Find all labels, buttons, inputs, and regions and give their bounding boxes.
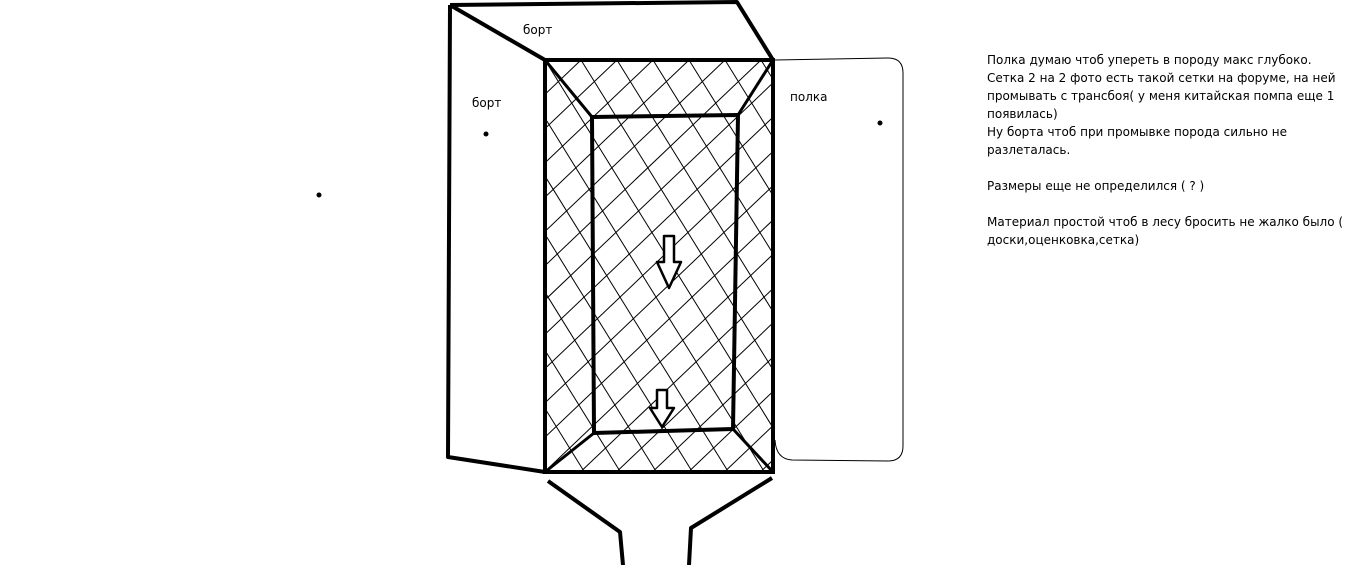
mesh-line	[0, 60, 116, 472]
mesh-line	[545, 60, 546, 472]
label-side-top: борт	[523, 23, 552, 37]
mesh-line	[580, 60, 773, 472]
mesh-line	[77, 60, 332, 472]
flow-arrow-down-icon	[648, 388, 676, 429]
mesh-line	[0, 60, 365, 472]
mesh-line	[724, 60, 773, 472]
dot-marker	[877, 120, 883, 126]
mesh-line	[545, 60, 773, 472]
left-side-board	[446, 3, 547, 474]
label-shelf: полка	[790, 90, 827, 104]
mesh-line	[0, 60, 221, 472]
mesh-line	[4, 60, 437, 472]
mesh-line	[545, 60, 773, 472]
note-line: Ну борта чтоб при промывке порода сильно…	[987, 125, 1287, 157]
mesh-line	[5, 60, 260, 472]
corner-connector-bottom-right	[731, 427, 775, 474]
corner-connector-top-left	[543, 59, 594, 118]
mesh-line	[545, 60, 773, 472]
mesh-line	[545, 60, 765, 472]
mesh-line	[0, 60, 149, 472]
mesh-line	[616, 60, 773, 472]
mesh-line	[0, 60, 329, 472]
mesh-line	[0, 60, 113, 472]
note-line: Полка думаю чтоб упереть в породу макс г…	[987, 53, 1312, 67]
notes-text: Полка думаю чтоб упереть в породу макс г…	[987, 51, 1349, 249]
mesh-line	[580, 60, 773, 472]
mesh-line	[185, 60, 440, 472]
mesh-grid	[0, 60, 773, 472]
corner-connector-top-right	[736, 59, 775, 116]
mesh-line	[545, 60, 657, 472]
mesh-line	[545, 60, 773, 472]
shelf-outline	[774, 57, 904, 462]
mesh-line	[545, 60, 773, 472]
mesh-line	[0, 60, 41, 472]
mesh-line	[0, 60, 185, 472]
mesh-line	[545, 60, 726, 472]
mesh-line	[545, 60, 621, 472]
mesh-line	[688, 60, 773, 472]
mesh-line	[688, 60, 773, 472]
mesh-line	[545, 60, 762, 472]
flow-arrow-down-icon	[655, 234, 683, 290]
mesh-line	[545, 60, 549, 472]
mesh-line	[545, 60, 582, 472]
note-spacer	[987, 159, 1349, 177]
mesh-line	[0, 60, 224, 472]
mesh-line	[0, 60, 401, 472]
mesh-line	[545, 60, 693, 472]
mesh-line	[257, 60, 512, 472]
mesh-line	[0, 60, 5, 472]
mesh-line	[616, 60, 773, 472]
mesh-line	[760, 60, 773, 472]
mesh-line	[113, 60, 368, 472]
mesh-line	[0, 60, 293, 472]
mesh-line	[76, 60, 509, 472]
note-line: Сетка 2 на 2 фото есть такой сетки на фо…	[987, 71, 1336, 121]
mesh-line	[545, 60, 654, 472]
mesh-line	[0, 60, 152, 472]
mesh-line	[0, 60, 80, 472]
label-side-left: борт	[472, 96, 501, 110]
outlet-funnel-left	[546, 479, 625, 565]
mesh-line	[0, 60, 257, 472]
mesh-line	[545, 60, 690, 472]
mesh-line	[221, 60, 476, 472]
dot-marker	[316, 192, 322, 198]
outlet-funnel-right	[687, 476, 774, 565]
corner-connector-bottom-left	[544, 431, 595, 474]
mesh-line	[0, 60, 188, 472]
note-line: Материал простой чтоб в лесу бросить не …	[987, 215, 1344, 247]
mesh-line	[149, 60, 404, 472]
mesh-line	[545, 60, 618, 472]
mesh-line	[652, 60, 773, 472]
dot-marker	[483, 131, 489, 137]
mesh-line	[41, 60, 296, 472]
note-spacer	[987, 195, 1349, 213]
mesh-line	[0, 60, 77, 472]
top-side-board	[449, 0, 775, 62]
mesh-line	[545, 60, 729, 472]
mesh-line	[40, 60, 473, 472]
mesh-line	[545, 60, 773, 472]
note-line: Размеры еще не определился ( ? )	[987, 179, 1205, 193]
mesh-line	[652, 60, 773, 472]
